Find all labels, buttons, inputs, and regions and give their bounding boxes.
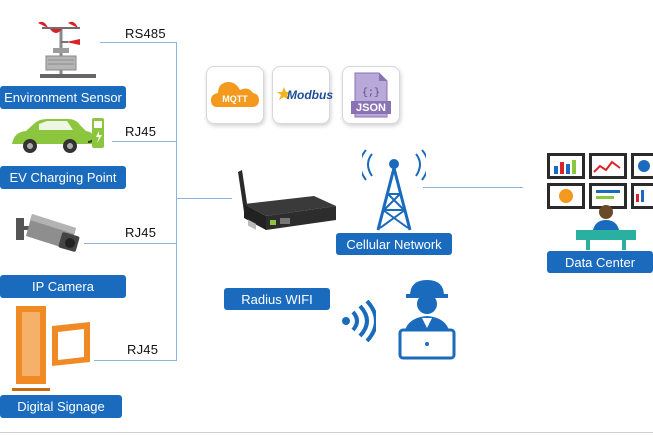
- modbus-tile: Modbus: [272, 66, 333, 124]
- json-text: JSON: [356, 102, 386, 114]
- mqtt-text: MQTT: [222, 94, 248, 104]
- ev-charger-conn-label: RJ45: [125, 124, 157, 139]
- signage-conn-label: RJ45: [127, 342, 159, 357]
- signage-link: [94, 360, 177, 361]
- env-sensor-link: [100, 42, 177, 43]
- ip-camera-link: [84, 243, 177, 244]
- wifi-signal-icon: [342, 300, 376, 342]
- bottom-divider: [0, 432, 653, 433]
- weather-station-icon: [38, 21, 96, 78]
- mqtt-tile: MQTT: [206, 66, 264, 124]
- json-tile: {;} JSON: [342, 66, 400, 124]
- data-center-label: Data Center: [547, 251, 653, 273]
- mqtt-cloud-icon: [211, 82, 259, 107]
- svg-text:{;}: {;}: [362, 87, 380, 99]
- device-bus-line: [176, 42, 177, 360]
- cellular-label: Cellular Network: [336, 233, 452, 255]
- ev-charger-label: EV Charging Point: [0, 166, 126, 189]
- ip-camera-conn-label: RJ45: [125, 225, 157, 240]
- digital-signage-icon: [12, 306, 90, 391]
- modbus-text: Modbus: [287, 88, 333, 102]
- backhaul-link: [423, 187, 523, 188]
- ev-car-icon: [12, 118, 104, 153]
- ev-charger-link: [112, 141, 177, 142]
- modbus-star-icon: [277, 87, 291, 100]
- json-document-icon: {;}: [351, 72, 391, 118]
- wifi-label: Radius WIFI: [224, 288, 330, 310]
- ip-camera-icon: [16, 214, 80, 252]
- engineer-laptop-icon: [398, 280, 456, 360]
- router-icon: [238, 170, 336, 230]
- ip-camera-label: IP Camera: [0, 275, 126, 298]
- cell-tower-icon: [362, 149, 426, 231]
- signage-label: Digital Signage: [0, 395, 122, 418]
- router-link: [177, 198, 232, 199]
- data-center-icon: [547, 153, 653, 250]
- env-sensor-conn-label: RS485: [125, 26, 166, 41]
- env-sensor-label: Environment Sensor: [0, 86, 126, 109]
